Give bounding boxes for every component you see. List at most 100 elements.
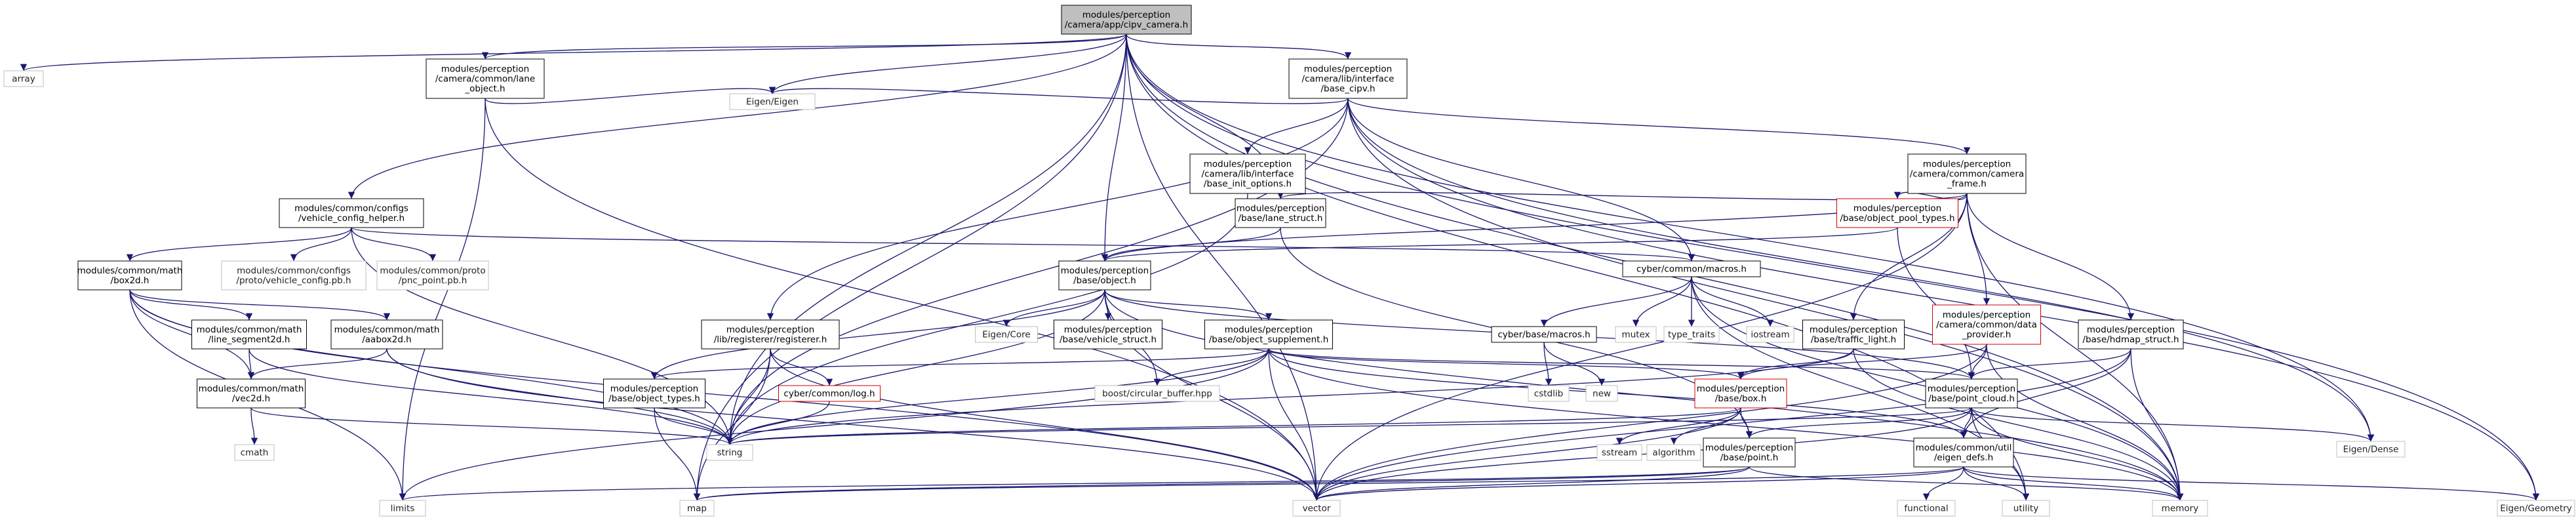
edge-n3-n4	[769, 87, 1349, 104]
edge-n25-n38	[726, 348, 1854, 445]
edge-n6-n25	[1850, 193, 1968, 321]
node-label: modules/perception	[1923, 159, 2011, 170]
graph-node-n17[interactable]: modules/perception/lib/registerer/regist…	[701, 319, 840, 350]
graph-node-n30[interactable]: modules/perception/base/object_types.h	[603, 378, 705, 409]
node-box	[330, 319, 443, 350]
graph-node-n49: Eigen/Geometry	[2497, 500, 2575, 517]
node-box	[1058, 260, 1151, 291]
edge-n2-n4	[485, 87, 776, 104]
graph-node-n40: algorithm	[1646, 444, 1701, 461]
edge-n27-n48	[2130, 348, 2184, 501]
edge-n2-n43	[399, 98, 486, 501]
graph-node-n46: functional	[1897, 500, 1956, 517]
node-label: modules/perception	[726, 325, 814, 335]
graph-node-n6[interactable]: modules/perception/camera/common/camera_…	[1907, 153, 2027, 194]
edge-n41-n43	[399, 466, 1750, 501]
graph-node-n29[interactable]: cyber/common/log.h	[778, 385, 881, 402]
edge-n14-n24	[1691, 276, 1774, 327]
graph-node-n16[interactable]: modules/common/math/aabox2d.h	[330, 319, 443, 350]
graph-node-n14[interactable]: cyber/common/macros.h	[1622, 260, 1761, 277]
graph-node-n19[interactable]: modules/perception/base/vehicle_struct.h	[1054, 319, 1162, 350]
node-label: modules/common/util	[1916, 443, 2012, 453]
graph-node-n47: utility	[2002, 500, 2050, 517]
edge-n25-n48	[1853, 348, 2184, 501]
edge-n27-n42	[1960, 348, 2131, 439]
edge-n0-n38	[726, 33, 1127, 445]
graph-node-n21[interactable]: cyber/base/macros.h	[1491, 326, 1597, 343]
graph-node-n3[interactable]: modules/perception/camera/lib/interface/…	[1288, 58, 1408, 99]
graph-node-n20[interactable]: modules/perception/base/object_supplemen…	[1204, 319, 1333, 350]
edge-n13-n38	[726, 289, 1105, 445]
node-label: /base_init_options.h	[1204, 179, 1292, 190]
node-label: iostream	[1751, 330, 1789, 340]
edge-n42-n49	[1963, 466, 2539, 501]
edge-n20-n43	[399, 348, 1269, 501]
node-box	[701, 319, 840, 350]
edge-n21-n33	[1543, 342, 1606, 386]
node-label: modules/perception	[1943, 310, 2031, 321]
graph-node-n41[interactable]: modules/perception/base/point.h	[1703, 437, 1796, 468]
graph-node-n34[interactable]: modules/perception/base/box.h	[1694, 378, 1787, 409]
edge-n3-n49	[1347, 98, 2540, 501]
edge-n0-n4	[768, 33, 1127, 94]
edge-n17-n38	[726, 348, 771, 445]
node-label: /base/lane_struct.h	[1238, 213, 1323, 224]
graph-node-n27[interactable]: modules/perception/base/hdmap_struct.h	[2078, 319, 2184, 350]
node-label: modules/common/proto	[380, 266, 485, 276]
graph-node-n8[interactable]: modules/perception/base/lane_struct.h	[1235, 198, 1326, 228]
node-label: cyber/base/macros.h	[1497, 330, 1590, 340]
edge-n16-n28	[247, 348, 387, 380]
edge-n3-n5	[1244, 98, 1349, 155]
graph-node-n26[interactable]: modules/perception/camera/common/data_pr…	[1932, 304, 2041, 345]
edge-n35-n41	[1745, 407, 1972, 439]
node-label: new	[1593, 389, 1611, 399]
graph-node-n2[interactable]: modules/perception/camera/common/lane_ob…	[426, 58, 545, 99]
edge-n0-n13	[1101, 33, 1127, 262]
edge-n6-n48	[1966, 193, 2184, 501]
graph-node-n25[interactable]: modules/perception/base/traffic_light.h	[1802, 319, 1905, 350]
graph-node-n9[interactable]: modules/perception/base/object_pool_type…	[1836, 198, 1958, 228]
edge-n34-n38	[726, 407, 1741, 445]
graph-node-n10[interactable]: modules/common/math/box2d.h	[77, 260, 183, 291]
graph-node-n37: cmath	[234, 444, 275, 461]
node-box	[1491, 326, 1597, 343]
node-label: /camera/app/cipv_camera.h	[1065, 20, 1188, 30]
node-label: /vehicle_config_helper.h	[298, 213, 405, 224]
edge-n25-n34	[1737, 348, 1854, 380]
node-label: /base_cipv.h	[1320, 84, 1375, 94]
node-label: /base/point.h	[1720, 452, 1779, 463]
edge-n20-n31	[1153, 348, 1269, 386]
node-box	[1094, 385, 1220, 402]
graph-node-n23: type_traits	[1663, 326, 1720, 343]
node-label: /vec2d.h	[232, 393, 270, 404]
graph-node-n15[interactable]: modules/common/math/line_segment2d.h	[191, 319, 307, 350]
edge-n7-n10	[126, 227, 352, 262]
node-label: /eigen_defs.h	[1934, 452, 1993, 463]
node-label: /camera/common/camera	[1910, 169, 2024, 180]
graph-node-n28[interactable]: modules/common/math/vec2d.h	[197, 378, 306, 409]
graph-node-n35[interactable]: modules/perception/base/point_cloud.h	[1925, 378, 2018, 409]
node-box	[1932, 304, 2041, 345]
edge-n9-n35	[1897, 227, 1975, 380]
edge-n8-n13	[1101, 227, 1281, 262]
edge-n3-n14	[1347, 98, 1695, 262]
graph-node-n7[interactable]: modules/common/configs/vehicle_config_he…	[279, 198, 424, 228]
edge-n20-n34	[1268, 348, 1744, 380]
graph-node-n5[interactable]: modules/perception/camera/lib/interface/…	[1189, 153, 1306, 194]
graph-node-n42[interactable]: modules/common/util/eigen_defs.h	[1913, 437, 2014, 468]
edge-n30-n38	[654, 407, 734, 445]
edge-n41-n48	[1749, 466, 2183, 501]
node-box	[1235, 198, 1326, 228]
graph-node-n0[interactable]: modules/perception/camera/app/cipv_camer…	[1061, 5, 1192, 35]
graph-node-n13[interactable]: modules/perception/base/object.h	[1058, 260, 1151, 291]
edge-n42-n44	[694, 466, 1964, 501]
graph-node-n36: Eigen/Dense	[2336, 441, 2406, 458]
node-label: modules/perception	[1204, 159, 1292, 170]
node-label: string	[717, 448, 743, 458]
node-box	[1746, 326, 1794, 343]
edge-n42-n48	[1963, 466, 2184, 501]
edge-n42-n47	[1963, 466, 2030, 501]
edge-n14-n22	[1632, 276, 1692, 327]
node-box	[778, 385, 881, 402]
